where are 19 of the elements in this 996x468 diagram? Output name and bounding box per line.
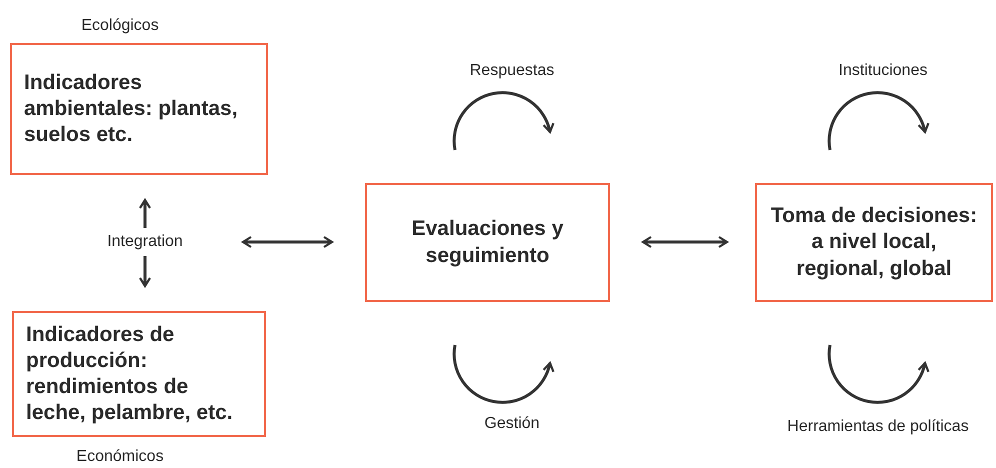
node-label: Integration <box>106 233 184 251</box>
arrow <box>138 256 152 288</box>
node-text: Toma de decisiones: a nivel local, regional, global <box>770 203 978 282</box>
node-text: Indicadores ambientales: plantas, suelos etc. <box>24 70 239 148</box>
node-text: Indicadores de producción: rendimientos de leche, pelambre, etc. <box>26 322 234 426</box>
category-label: Ecológicos <box>81 17 159 35</box>
arrow <box>642 236 728 248</box>
category-label: Económicos <box>76 448 164 466</box>
process-box <box>755 183 993 302</box>
node-text: Evaluaciones y seguimiento <box>410 216 564 268</box>
cycle-label: Respuestas <box>470 62 554 80</box>
process-box <box>365 183 610 302</box>
cycle-label: Herramientas de políticas <box>787 418 969 436</box>
cycle-label: Gestión <box>484 415 540 433</box>
cycle-label: Instituciones <box>838 62 928 80</box>
process-box <box>10 43 268 175</box>
arrow <box>242 236 334 248</box>
process-box <box>12 311 266 437</box>
arrow <box>138 198 152 228</box>
